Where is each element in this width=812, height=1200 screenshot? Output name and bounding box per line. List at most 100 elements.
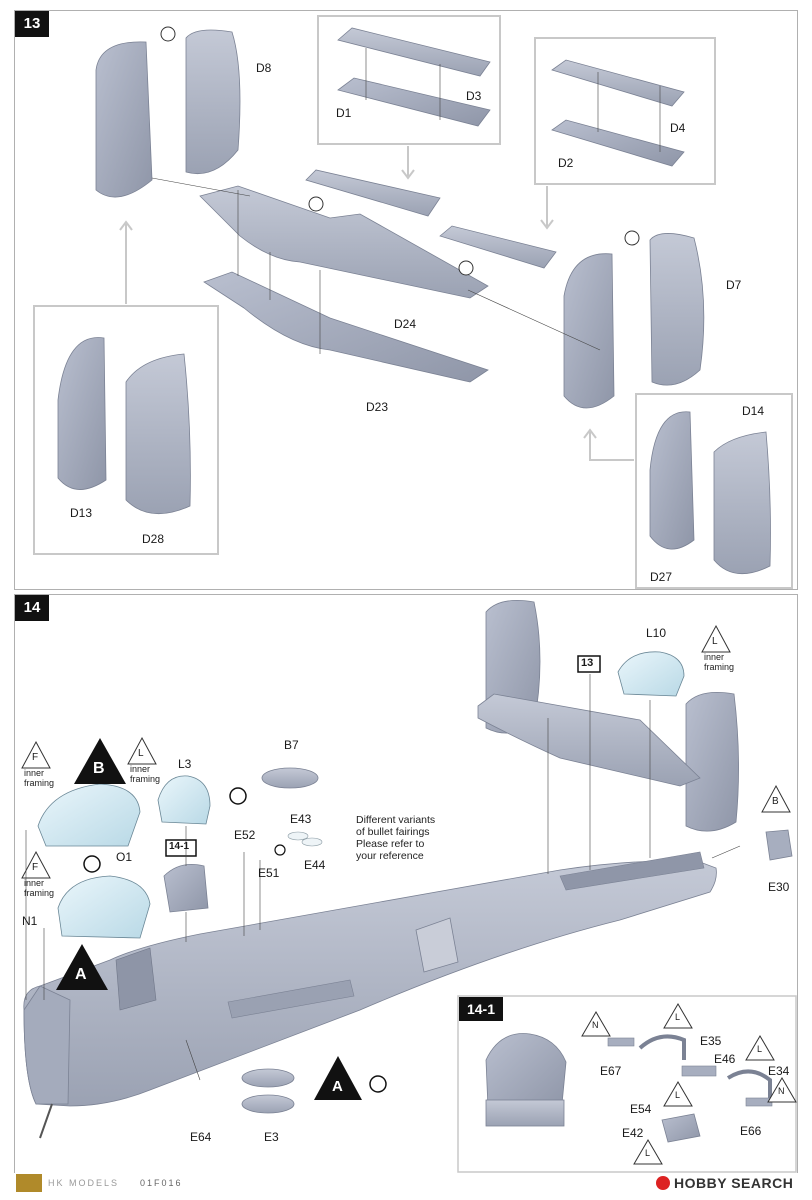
inset-d13-d28-frame [33,305,219,555]
glue-icon [308,196,324,212]
part-b7 [261,767,319,789]
label-n1: N1 [22,914,38,928]
step-14-guides [25,674,741,1081]
turret-base [485,1099,565,1127]
label-e34: E34 [768,1064,790,1078]
fin-d7-right [649,233,705,386]
hobby-search-logo-icon [656,1176,670,1190]
callout-b-letter: B [93,760,105,777]
canopy-o1 [37,783,141,847]
label-d3: D3 [466,89,482,103]
label-e43: E43 [290,812,312,826]
label-d2: D2 [558,156,574,170]
part-e34 [726,1069,772,1100]
step-14-badge: 14 [15,595,49,621]
label-e42: E42 [622,1126,644,1140]
label-d23: D23 [366,400,389,414]
flap-d3 [337,27,491,77]
fin-d13 [57,337,107,490]
step-14-1-badge: 14-1 [459,997,503,1021]
label-e67: E67 [600,1064,622,1078]
label-d4: D4 [670,121,686,135]
inner-framing-note-l: inner framing [130,764,161,784]
bomb-bay-hatch [227,979,355,1019]
tail-fin-right [685,691,739,832]
marker-l-letter-4: L [757,1044,763,1054]
glue-icon [458,260,474,276]
label-ref-13: 13 [581,657,594,669]
label-e52: E52 [234,828,256,842]
tail-skid [39,1103,53,1139]
marker-l-triangle-4 [745,1035,775,1061]
inner-framing-note-l2: inner framing [704,652,735,672]
inset-d14-d27-frame [635,393,793,589]
label-e46: E46 [714,1052,736,1066]
fin-d8-right [185,29,241,175]
label-e64: E64 [190,1130,212,1144]
fuselage [23,860,717,1107]
flow-arrows [119,146,634,461]
label-d7: D7 [726,278,742,292]
marker-l-triangle-2 [701,624,731,653]
elevator-right [439,225,557,269]
label-e3: E3 [264,1130,279,1144]
elevator-left [305,169,441,217]
footer-brand: HK MODELS [48,1178,120,1188]
callout-a-triangle [56,944,108,990]
part-e43 [287,831,309,841]
hk-logo [16,1174,42,1192]
marker-b-triangle [761,784,791,813]
fin-d28 [125,353,191,515]
inner-framing-note-f: inner framing [24,768,55,788]
flap-d2 [551,119,685,167]
callout-b-triangle [74,738,126,784]
label-d14: D14 [742,404,765,418]
label-d27: D27 [650,570,673,584]
label-l10: L10 [646,626,667,640]
step-13-badge: 13 [15,11,49,37]
ref-step-13-box [577,655,601,673]
marker-f-letter: F [32,752,39,763]
marker-f-triangle [21,740,51,769]
fin-d8-left [95,41,153,198]
marker-l-triangle [127,736,157,765]
part-e44 [301,837,323,847]
hobby-search-watermark: HOBBY SEARCH [674,1175,794,1191]
marker-n-triangle-2 [767,1077,797,1103]
marker-n-letter-2: N [778,1086,785,1096]
label-b7: B7 [284,738,299,752]
callout-a-letter: A [75,966,87,983]
turret-assembly-14-1 [163,863,209,913]
side-window [415,917,459,973]
label-e66: E66 [740,1124,762,1138]
part-e35 [638,1034,686,1060]
marker-l-triangle-5 [663,1081,693,1107]
flap-d4 [551,59,685,107]
label-e30: E30 [768,880,790,894]
fairing-lower [241,1094,295,1114]
callout-a-triangle-2 [314,1056,362,1100]
callout-a-letter-2: A [332,1078,343,1095]
glue-icon [624,230,640,246]
part-e67 [607,1037,635,1047]
marker-l-letter-2: L [712,636,718,647]
part-e46 [681,1065,717,1077]
label-o1: O1 [116,850,133,864]
marker-f-triangle-2 [21,850,51,879]
fairing-upper [241,1068,295,1088]
label-d28: D28 [142,532,165,546]
inset-d1-d3-frame [317,15,501,145]
part-e30 [765,829,793,861]
fin-d7-left [563,253,615,409]
stabilizer-d24 [199,185,489,299]
part-e42 [661,1113,701,1143]
cement-icons [83,787,387,1093]
label-e35: E35 [700,1034,722,1048]
fin-d14 [713,431,771,575]
cockpit-opening [115,947,157,1011]
canopy-l10 [617,651,685,697]
marker-l-letter: L [138,748,144,759]
glue-icon [160,26,176,42]
